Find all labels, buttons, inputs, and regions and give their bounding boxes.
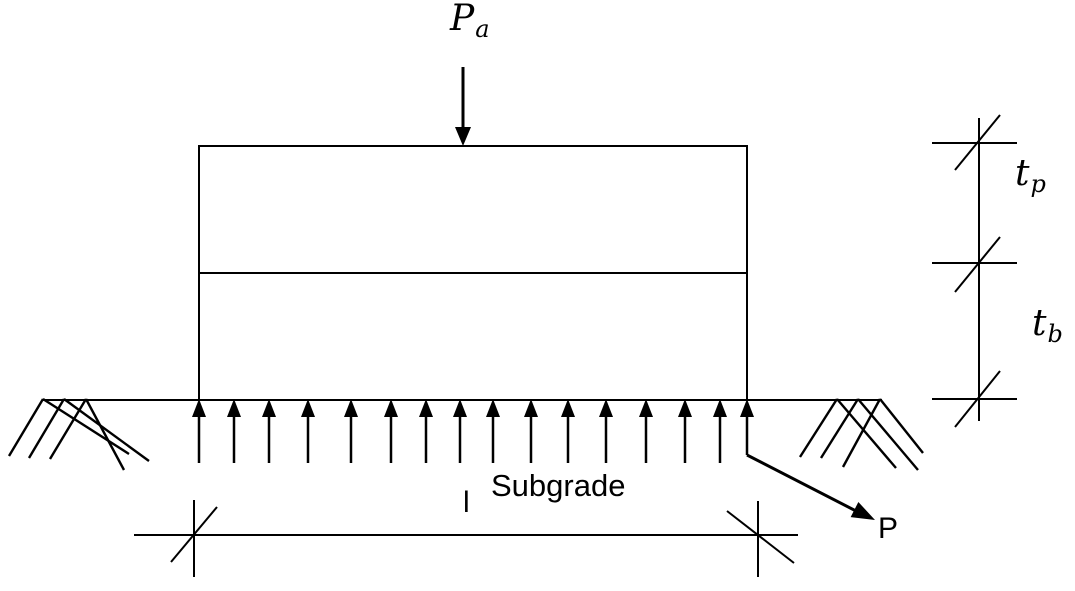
reaction-arrow-icon [484,397,502,465]
applied-load-subscript: a [475,15,490,43]
reaction-arrow-icon [225,397,243,465]
thickness-dimension [932,114,1017,428]
reaction-arrow-icon [451,397,469,465]
reaction-arrow-icon [382,397,400,465]
length-dimension [134,500,798,577]
reaction-arrow-icon [711,397,729,465]
dimension-tick-icon [932,370,1017,428]
reaction-arrow-icon [190,397,208,465]
reaction-arrow-icon [597,397,615,465]
reaction-arrow-icon [342,397,360,465]
reaction-arrow-icon [637,397,655,465]
reaction-arrow-icon [522,397,540,465]
dimension-tick-icon [170,500,218,577]
reaction-arrow-icon [260,397,278,465]
reaction-arrow-icon [676,397,694,465]
left-ground-hatch-icon [7,397,150,471]
pavement-thickness-subscript: p [1030,170,1046,198]
reaction-arrow-icon [417,397,435,465]
reaction-arrows [190,397,754,465]
reaction-arrow-icon [299,397,317,465]
base-thickness-subscript: b [1047,320,1063,348]
length-label: l [463,486,470,519]
dimension-tick-icon [726,501,795,577]
base-thickness-symbol: t [1032,303,1047,344]
base-thickness-label: tb [1032,303,1063,348]
subgrade-label: Subgrade [491,468,626,503]
reaction-arrow-icon [740,399,754,455]
pavement-thickness-label: tp [1015,153,1046,198]
pavement-thickness-symbol: t [1015,153,1030,194]
applied-load-label: Pa [450,0,490,43]
reaction-arrow-icon [559,397,577,465]
reaction-pressure-label: P [878,512,899,545]
applied-load-arrow-icon [455,67,471,146]
dimension-tick-icon [932,236,1017,293]
reaction-leader-arrow-icon [746,453,875,520]
right-ground-hatch-icon [798,398,924,471]
applied-load-symbol: P [450,0,475,39]
dimension-tick-icon [932,114,1017,171]
